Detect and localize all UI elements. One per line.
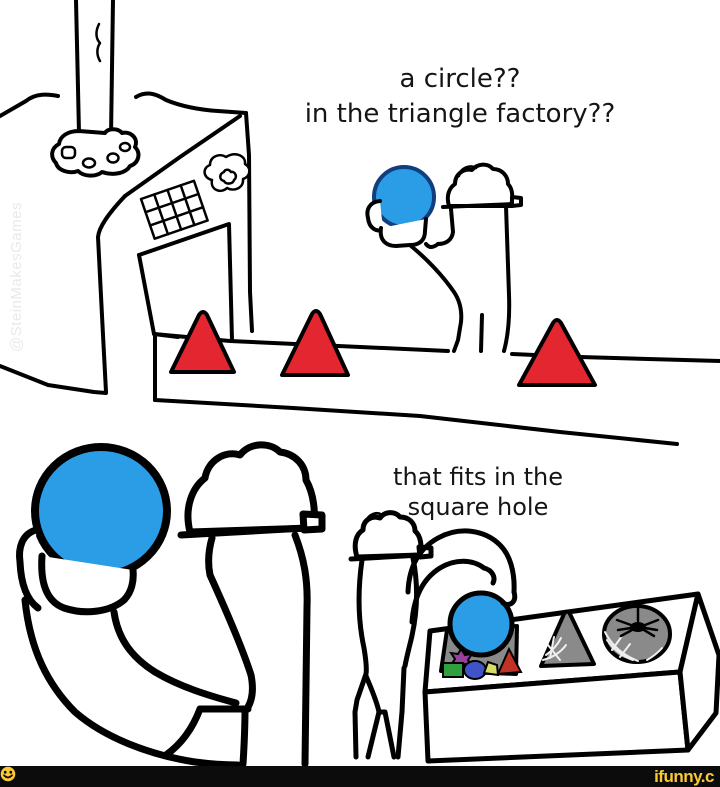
- caption-top: a circle?? in the triangle factory??: [270, 62, 650, 132]
- factory: [0, 0, 720, 446]
- caption-top-line2: in the triangle factory??: [304, 99, 616, 129]
- worker-with-circle: [365, 162, 523, 353]
- shape-sorter-box: [422, 591, 720, 764]
- ifunny-logo: ifunny.c: [0, 766, 714, 786]
- comic-drawing: [0, 0, 720, 766]
- toy-blob: [482, 660, 500, 677]
- footer-bar: ifunny.c: [0, 766, 720, 787]
- ifunny-logo-text: ifunny.c: [654, 767, 714, 786]
- caption-bottom-line1: that fits in the: [393, 463, 563, 491]
- caption-bottom: that fits in the square hole: [328, 462, 628, 522]
- toy-square: [442, 662, 464, 678]
- worker-at-box: [348, 510, 434, 760]
- factory-window: [139, 179, 209, 240]
- caption-top-line1: a circle??: [399, 64, 521, 94]
- toy-circle: [463, 660, 487, 680]
- caption-bottom-line2: square hole: [407, 493, 549, 521]
- toy-triangle: [496, 646, 523, 676]
- red-triangles: [169, 309, 597, 387]
- artist-watermark: @SteinMakesGames: [8, 202, 25, 352]
- conveyor: [152, 332, 720, 446]
- arm-inserting-circle: [405, 528, 518, 658]
- factory-logo: [203, 153, 251, 192]
- closeup-worker-with-circle: [16, 441, 326, 766]
- square-hole-scene: [348, 510, 720, 764]
- chimney: [50, 0, 141, 178]
- blue-circle-inserted: [447, 590, 515, 658]
- blue-circle-big: [31, 443, 171, 579]
- circle-hole: [602, 604, 672, 664]
- spider-icon: [615, 605, 660, 638]
- triangle-hole: [539, 609, 596, 668]
- smiley-icon: [0, 766, 16, 782]
